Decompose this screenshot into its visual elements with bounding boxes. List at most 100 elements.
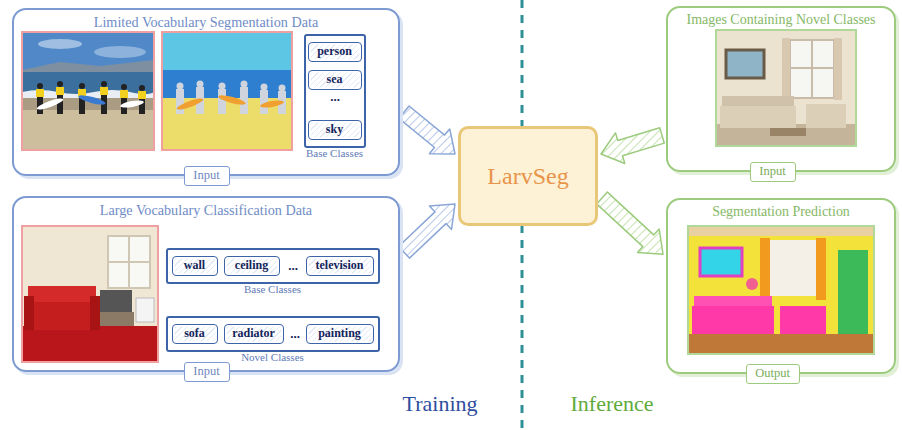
beach-photo-part bbox=[22, 60, 154, 72]
segmentation-map-part bbox=[176, 81, 286, 115]
model-box: LarvSeg bbox=[458, 126, 598, 226]
segmentation-prediction-map-part bbox=[816, 238, 826, 300]
class-chip: sofa bbox=[172, 324, 218, 344]
segmentation-map-part bbox=[279, 85, 286, 92]
model-name: LarvSeg bbox=[487, 163, 568, 190]
beach-photo-part bbox=[94, 46, 146, 58]
beach-photo-part bbox=[139, 98, 145, 114]
io-tab: Input bbox=[750, 162, 796, 182]
class-name: painting bbox=[318, 326, 361, 341]
beach-photo-part bbox=[37, 81, 145, 114]
class-chip: sky bbox=[308, 120, 362, 140]
tab-label: Output bbox=[755, 366, 790, 381]
data-panel: Images Containing Novel ClassesInput bbox=[666, 6, 896, 172]
living-room-photo-part bbox=[24, 296, 34, 330]
segmentation-map-part bbox=[218, 93, 247, 106]
class-name: person bbox=[317, 44, 352, 59]
tab-label: Input bbox=[193, 364, 219, 379]
panel-title: Images Containing Novel Classes bbox=[668, 12, 894, 28]
living-room-photo-part bbox=[100, 290, 132, 312]
room-photo bbox=[716, 30, 856, 146]
living-room-photo-part bbox=[22, 326, 158, 362]
data-panel: Segmentation PredictionOutput bbox=[666, 198, 896, 374]
class-list-heading: Base Classes bbox=[306, 147, 363, 159]
segmentation-prediction-map-part bbox=[688, 334, 874, 354]
ellipsis: ... bbox=[290, 326, 300, 342]
beach-photo-part bbox=[38, 39, 82, 49]
living-room-photo-part bbox=[22, 226, 158, 362]
segmentation-prediction-map-part bbox=[688, 226, 874, 236]
beach-photo-part bbox=[79, 83, 85, 89]
segmentation-map-part bbox=[197, 81, 204, 88]
living-room-photo bbox=[22, 226, 158, 362]
beach-photo-part bbox=[121, 84, 127, 90]
class-name: ceiling bbox=[235, 258, 268, 273]
class-name: sofa bbox=[184, 326, 205, 341]
class-list-heading: Novel Classes bbox=[241, 351, 304, 363]
living-room-photo-part bbox=[22, 226, 158, 362]
class-list-box: Novel Classessofaradiatorpainting bbox=[166, 316, 380, 352]
room-photo-part bbox=[770, 128, 806, 136]
beach-photo-part bbox=[101, 81, 107, 87]
panel-title: Segmentation Prediction bbox=[668, 204, 894, 220]
beach-photo-part bbox=[22, 32, 154, 150]
segmentation-map-part bbox=[176, 89, 184, 114]
ellipsis: ... bbox=[330, 89, 340, 105]
beach-photo-part bbox=[139, 85, 145, 91]
ellipsis: ... bbox=[288, 258, 298, 274]
segmentation-prediction-map-part bbox=[746, 278, 758, 290]
segmentation-prediction-map-part bbox=[700, 248, 742, 276]
phase-label: Inference bbox=[570, 391, 653, 417]
class-name: radiator bbox=[232, 326, 275, 341]
beach-photo-part bbox=[56, 87, 64, 95]
living-room-photo-part bbox=[90, 296, 100, 330]
class-name: sky bbox=[326, 122, 343, 137]
living-room-photo-part bbox=[108, 236, 150, 288]
segmentation-map-part bbox=[162, 32, 292, 150]
room-photo-part bbox=[806, 104, 846, 128]
living-room-photo-part bbox=[98, 312, 134, 326]
beach-photo-part bbox=[37, 83, 43, 89]
beach-photo-part bbox=[100, 87, 108, 95]
segmentation-prediction-map-part bbox=[770, 240, 816, 296]
segmentation-map-part bbox=[261, 84, 268, 91]
segmentation-prediction-map-part bbox=[760, 238, 770, 300]
room-photo-part bbox=[726, 50, 764, 78]
beach-photo-part bbox=[36, 89, 44, 97]
living-room-photo-part bbox=[136, 298, 154, 322]
room-photo-part bbox=[720, 106, 796, 128]
flow-arrow bbox=[597, 192, 663, 254]
class-chip: wall bbox=[172, 256, 218, 276]
phase-label: Training bbox=[403, 391, 478, 417]
beach-photo-part bbox=[22, 72, 154, 98]
segmentation-map-part bbox=[218, 89, 226, 114]
flow-arrow bbox=[601, 128, 664, 164]
class-list-box: Base Classeswallceilingtelevision bbox=[166, 248, 380, 284]
class-name: sea bbox=[327, 72, 343, 87]
segmentation-prediction-map bbox=[688, 226, 874, 354]
segmentation-map-part bbox=[260, 99, 285, 109]
panel-title: Large Vocabulary Classification Data bbox=[14, 202, 398, 219]
class-chip: radiator bbox=[224, 324, 284, 344]
room-photo-part bbox=[782, 38, 790, 100]
io-tab: Input bbox=[184, 362, 230, 382]
segmentation-map-part bbox=[241, 81, 248, 88]
beach-photo-part bbox=[36, 96, 64, 111]
beach-photo-part bbox=[78, 93, 107, 106]
room-photo-part bbox=[834, 38, 842, 100]
class-chip: television bbox=[306, 256, 374, 276]
beach-photo-part bbox=[57, 81, 63, 87]
beach-photo bbox=[22, 32, 154, 150]
data-panel: Limited Vocabulary Segmentation DataBase… bbox=[12, 8, 400, 176]
class-list-heading: Base Classes bbox=[244, 283, 301, 295]
living-room-photo-part bbox=[26, 302, 98, 330]
flow-arrow bbox=[399, 204, 456, 258]
class-chip: painting bbox=[306, 324, 374, 344]
segmentation-prediction-map-part bbox=[780, 306, 826, 334]
tab-label: Input bbox=[193, 168, 219, 183]
flow-arrow bbox=[399, 106, 455, 154]
beach-photo-part bbox=[138, 91, 146, 99]
beach-photo-part bbox=[22, 32, 154, 72]
panel-title: Limited Vocabulary Segmentation Data bbox=[14, 14, 398, 31]
class-chip: ceiling bbox=[224, 256, 280, 276]
